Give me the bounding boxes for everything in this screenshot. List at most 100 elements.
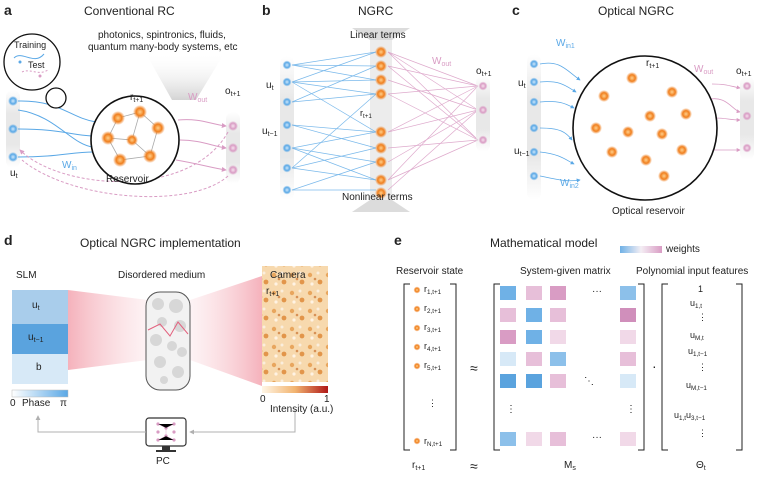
bottom-m: Ms	[564, 460, 576, 472]
approx-symbol: ≈	[470, 360, 478, 376]
c-u-t-1-label: ut−1	[514, 146, 530, 158]
applications-line-2: quantum many-body systems, etc	[88, 42, 238, 53]
panel-e-title: Mathematical model	[490, 236, 598, 250]
reservoir-state-label: Reservoir state	[396, 266, 464, 277]
camera-r-label: rt+1	[266, 286, 280, 298]
bottom-approx: ≈	[470, 458, 478, 474]
feedback-loop	[21, 159, 229, 198]
input-node	[8, 96, 18, 106]
training-label: Training	[14, 40, 47, 50]
optical-reservoir-circle	[572, 55, 718, 201]
disordered-medium-label: Disordered medium	[118, 270, 206, 281]
w-out-label: Wout	[188, 92, 208, 104]
applications-line-1: photonics, spintronics, fluids,	[98, 30, 226, 41]
slm-row-b: b	[36, 362, 42, 373]
slm-row-ut1: ut−1	[28, 332, 44, 344]
input-weight-line	[17, 151, 95, 158]
input-weight-line	[17, 109, 94, 148]
input-weights	[291, 51, 377, 191]
camera-speckle	[262, 266, 328, 382]
bottom-r: rt+1	[412, 460, 426, 472]
theta-entry: u1,t	[690, 298, 703, 310]
reservoir-node	[151, 121, 165, 135]
panel-b-title: NGRC	[358, 4, 394, 18]
panel-d-graphics	[11, 266, 328, 452]
theta-entry: ⋮	[698, 312, 707, 322]
panel-d-letter: d	[4, 232, 13, 248]
input-node	[8, 124, 18, 134]
panel-c-graphics	[527, 54, 754, 201]
slm-block	[12, 354, 68, 384]
input-weight-line	[17, 128, 93, 137]
output-node	[228, 165, 238, 175]
matrix-ellipsis-v: ⋮	[506, 404, 516, 415]
w-in1-label: Win1	[556, 38, 575, 50]
intensity-max: 1	[324, 394, 330, 405]
b-o-next-label: ot+1	[476, 66, 492, 78]
intensity-colorbar	[262, 386, 328, 393]
feedback-loop	[19, 131, 229, 183]
panel-c-title: Optical NGRC	[598, 4, 675, 18]
optical-reservoir-label: Optical reservoir	[612, 206, 685, 217]
b-u-t-1-label: ut−1	[262, 126, 278, 138]
theta-entry: ⋮	[698, 428, 707, 438]
reservoir-node	[101, 131, 115, 145]
output-weight-line	[177, 119, 227, 128]
b-r-next-label: rt+1	[360, 108, 372, 120]
camera-label: Camera	[270, 270, 306, 281]
theta-entry: ⋮	[698, 362, 707, 372]
linear-terms-label: Linear terms	[350, 30, 406, 41]
r-entry: r5,t+1	[424, 360, 442, 372]
reservoir-node	[126, 134, 138, 146]
bottom-theta: Θt	[696, 460, 706, 472]
applications-cone	[145, 52, 225, 100]
panel-a-title: Conventional RC	[84, 4, 175, 18]
intensity-min: 0	[260, 394, 266, 405]
r-entry: r2,t+1	[424, 303, 442, 315]
panel-d-title: Optical NGRC implementation	[80, 236, 241, 250]
matrix-ellipsis-v: ⋮	[626, 404, 636, 415]
panel-c-letter: c	[512, 2, 520, 18]
output-weight-line	[175, 159, 227, 172]
training-test-bubble-small	[45, 87, 67, 109]
nonlinear-terms-label: Nonlinear terms	[342, 192, 413, 203]
output-weights	[387, 51, 479, 191]
c-o-next-label: ot+1	[736, 66, 752, 78]
r-entry: rN,t+1	[424, 436, 443, 448]
input-node	[8, 152, 18, 162]
reservoir-label: Reservoir	[106, 174, 149, 185]
training-test-bubble	[3, 33, 61, 91]
slm-block	[12, 324, 68, 354]
weights-label: weights	[666, 244, 700, 255]
reservoir-r-label: rt+1	[130, 92, 144, 104]
pc-label: PC	[156, 456, 170, 467]
output-node	[228, 143, 238, 153]
b-u-t-label: ut	[266, 80, 274, 92]
matrix-ellipsis-d: ⋱	[584, 376, 594, 387]
beam-right	[190, 276, 262, 386]
phase-label: Phase	[22, 398, 51, 409]
beam-left	[68, 290, 148, 370]
r-entry: r3,t+1	[424, 322, 442, 334]
theta-entry: u1,t−1	[688, 346, 708, 358]
w-in-label: Win	[62, 160, 77, 172]
weights-colorbar	[620, 246, 662, 253]
input-weight-line	[17, 100, 97, 123]
theta-entry: u1,tu3,t−1	[674, 410, 706, 422]
matrix-ellipsis-h: ···	[592, 432, 602, 443]
poly-features-label: Polynomial input features	[636, 266, 749, 277]
r-entry: r4,t+1	[424, 341, 442, 353]
output-node	[228, 121, 238, 131]
panel-e-letter: e	[394, 232, 402, 248]
b-w-out-label: Wout	[432, 56, 452, 68]
intensity-label: Intensity (a.u.)	[270, 404, 334, 415]
theta-entry: uM,t−1	[686, 380, 707, 392]
slm-label: SLM	[16, 270, 37, 281]
phase-min: 0	[10, 398, 16, 409]
c-r-next-label: rt+1	[646, 58, 660, 70]
theta-entry: 1	[698, 284, 704, 294]
reservoir-node	[111, 111, 125, 125]
theta-entry: uM,t	[690, 330, 704, 342]
